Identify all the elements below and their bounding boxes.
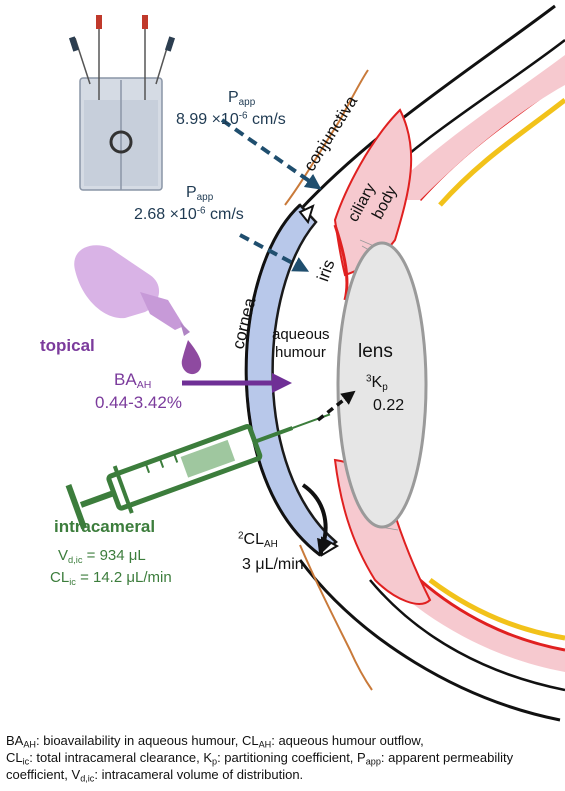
papp-top-value: 8.99 ×10-6 cm/s (176, 110, 286, 128)
ciliary-body-top (333, 108, 413, 277)
kp-partition-arrow (316, 390, 356, 422)
figure-caption: BAAH: bioavailability in aqueous humour,… (6, 733, 514, 784)
angle-marker-top (298, 204, 315, 225)
lens (336, 241, 428, 529)
topical-ba-range: 0.44-3.42% (95, 393, 182, 412)
papp-mid-symbol: Papp (186, 184, 214, 203)
eye-pharmacokinetics-diagram (65, 4, 565, 722)
cl-ah-symbol: 2CLAH (238, 530, 278, 550)
topical-title: topical (40, 336, 95, 355)
aqueous-label: aqueous (272, 326, 330, 343)
humour-label: humour (275, 344, 326, 361)
intracameral-cl: CLic = 14.2 μL/min (50, 569, 172, 587)
retina-red-bottom (419, 578, 565, 652)
topical-ba-symbol: BAAH (114, 370, 152, 392)
kp-value: 0.22 (373, 397, 405, 414)
choroid-pink-bottom (390, 580, 565, 672)
choroid-pink-top (380, 55, 565, 200)
outflow-arrow (301, 483, 333, 556)
papp-cornea-arrow (239, 233, 310, 272)
papp-conjunctiva-arrow (220, 118, 322, 190)
lens-label: lens (358, 341, 393, 362)
iris-top (333, 224, 349, 301)
intracameral-title: intracameral (54, 517, 156, 536)
papp-mid-value: 2.68 ×10-6 cm/s (134, 205, 244, 223)
corneal-outer-arc (244, 203, 321, 557)
sclera-outer-line (298, 4, 556, 212)
eye-drop-bottle-icon (74, 245, 202, 375)
intracameral-vd: Vd,ic = 934 μL (58, 547, 146, 565)
retina-yellow-top (438, 98, 565, 207)
retina-yellow-bottom (428, 577, 565, 641)
topical-arrow-head (272, 373, 292, 393)
sclera-inner-bottom (369, 579, 565, 692)
conjunctiva-line-bottom (299, 544, 373, 691)
conjunctiva-line-top (284, 69, 369, 206)
sclera-outer-line-bottom (298, 559, 561, 722)
papp-top-symbol: Papp (228, 89, 256, 108)
diffusion-cell-icon (68, 15, 176, 191)
cl-ah-value: 3 μL/min (242, 556, 304, 573)
retina-red-top (418, 78, 565, 202)
syringe-icon (65, 413, 331, 530)
kp-symbol: 3Kp (366, 373, 388, 393)
